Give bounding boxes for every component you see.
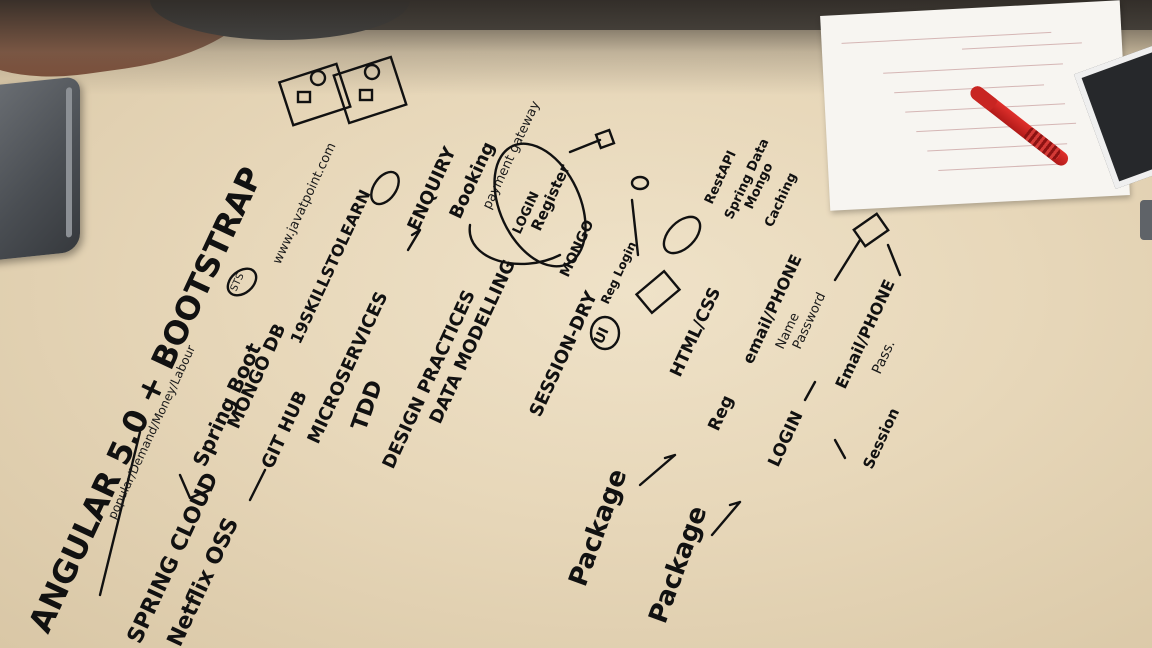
arrow-line <box>833 238 862 282</box>
up-arrow-icon <box>406 228 422 252</box>
arrow-icon <box>833 438 847 460</box>
package1-text: Package <box>563 465 633 590</box>
screen-box <box>634 269 682 315</box>
reg-login-text: Reg Login <box>598 239 639 306</box>
target-box <box>852 212 890 248</box>
enquiry-text: ENQUIRY <box>403 143 460 234</box>
session-dry-text: SESSION-DRY <box>525 287 602 420</box>
ui-text: UI <box>591 325 613 347</box>
device-edge <box>1140 200 1152 240</box>
connector-line <box>630 198 640 257</box>
curve-arrow <box>468 223 562 266</box>
small-oval <box>630 175 650 191</box>
sketch-diagram <box>277 55 408 127</box>
ui-circle <box>589 315 621 351</box>
mongo-text: MONGO <box>557 218 597 280</box>
reg-text: Reg <box>704 392 738 434</box>
arrow-icon <box>638 453 677 487</box>
sts-text: STS <box>229 272 247 294</box>
arrow-line <box>886 243 902 277</box>
arrow-icon <box>178 473 212 500</box>
sts-circle <box>226 267 258 297</box>
pass-text: Pass. <box>869 338 898 377</box>
login2-text: LOGIN <box>764 408 807 470</box>
small-box <box>594 128 616 150</box>
session-text: Session <box>859 405 903 471</box>
dash-mark <box>803 380 817 402</box>
dash-mark <box>248 468 267 502</box>
arrow-icon <box>710 500 742 537</box>
package2-text: Package <box>643 502 713 627</box>
db-oval <box>662 215 702 255</box>
line-to-box <box>568 138 602 154</box>
git-hub-text: GIT HUB <box>257 388 311 472</box>
html-css-text: HTML/CSS <box>666 284 725 380</box>
login-register-circle <box>493 142 587 268</box>
planning-circle <box>370 170 400 206</box>
tdd-text: TDD <box>347 377 388 434</box>
title-underline <box>98 430 142 597</box>
email-phone2-text: Email/PHONE <box>831 276 898 391</box>
email-phone-text: email/PHONE <box>738 252 805 367</box>
